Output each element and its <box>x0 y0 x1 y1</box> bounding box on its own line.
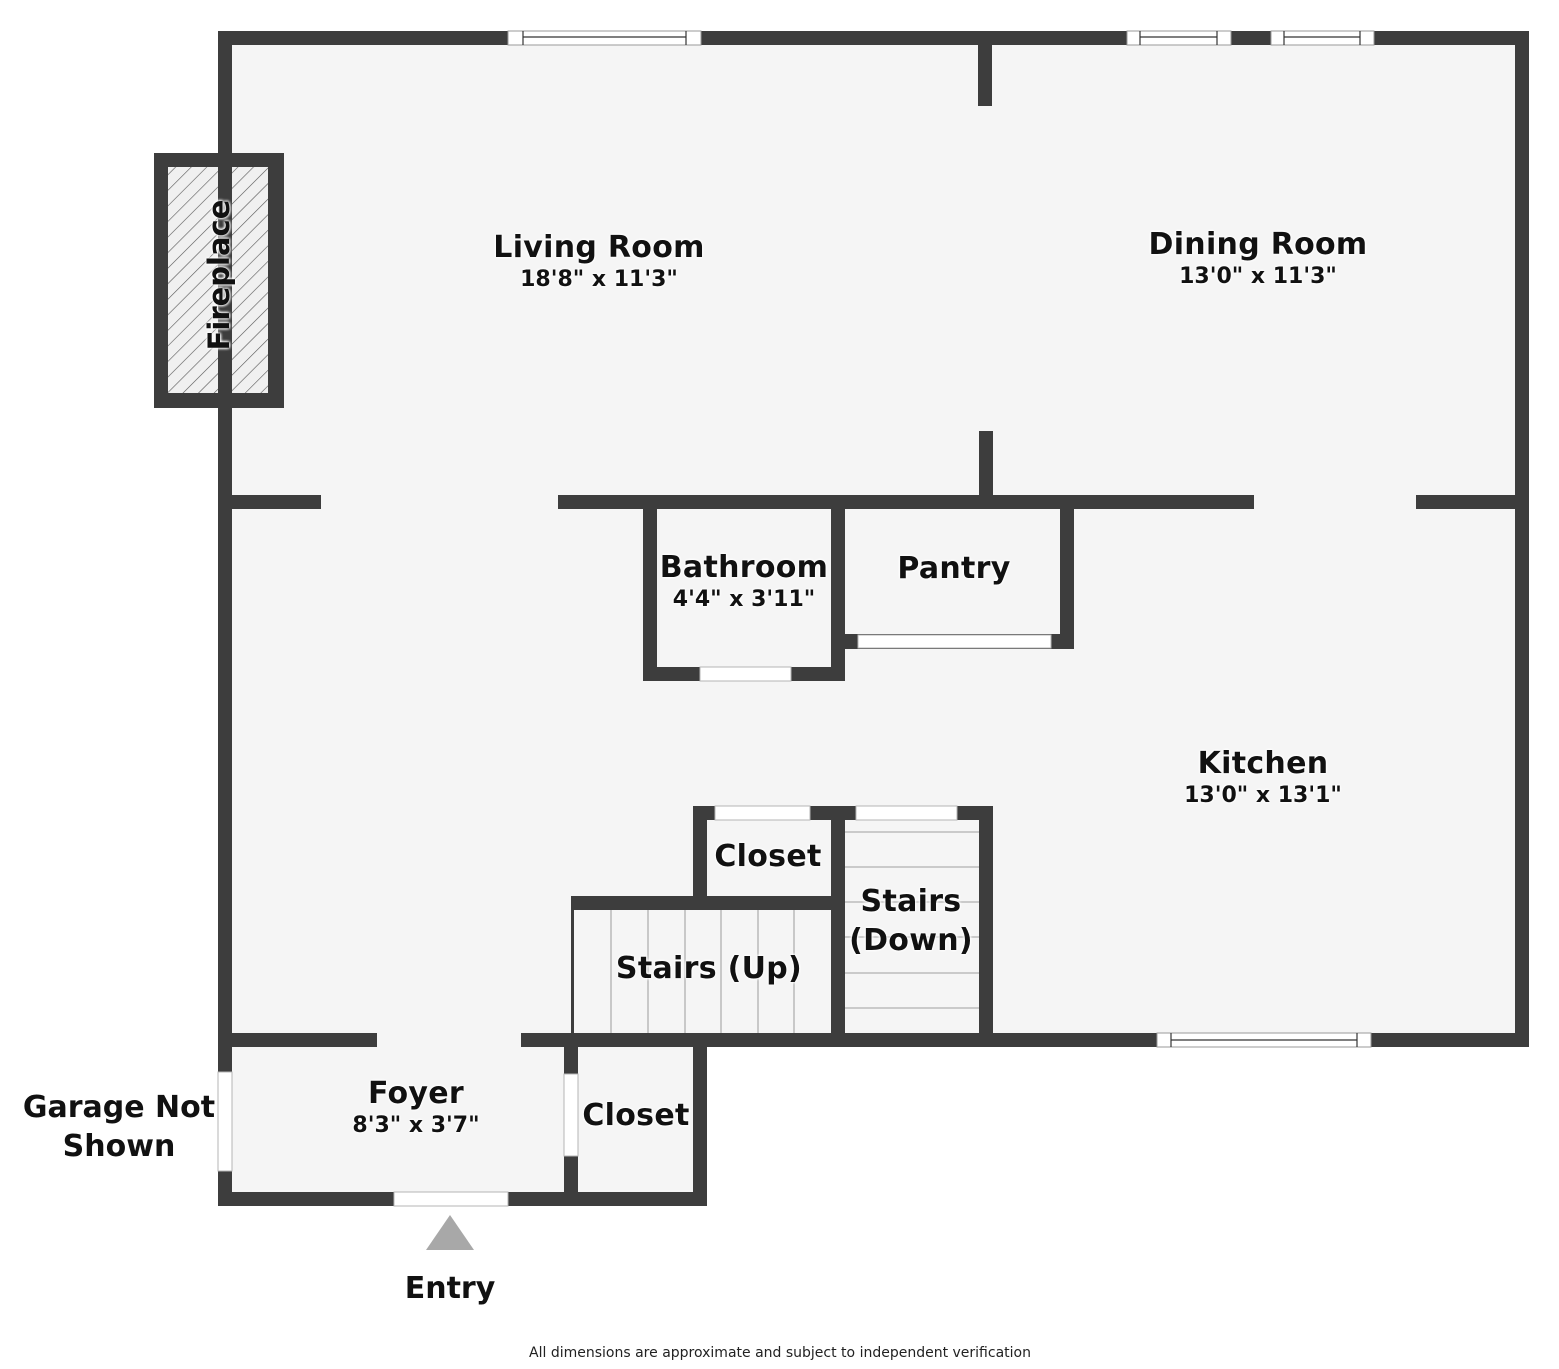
room-name: Pantry <box>897 551 1011 586</box>
room-pantry: Pantry <box>897 552 1010 585</box>
room-name-line2: (Down) <box>849 923 973 958</box>
openings <box>321 495 1416 1047</box>
room-bathroom: Bathroom 4'4" x 3'11" <box>660 551 828 612</box>
room-kitchen: Kitchen 13'0" x 13'1" <box>1184 747 1342 808</box>
room-name: Stairs (Up) <box>615 951 803 986</box>
room-dimensions: 13'0" x 11'3" <box>1179 264 1337 289</box>
entry-label: Entry <box>404 1271 496 1306</box>
disclaimer: All dimensions are approximate and subje… <box>529 1345 1031 1361</box>
room-name-line1: Stairs <box>860 884 962 919</box>
room-dimensions: 4'4" x 3'11" <box>672 587 816 612</box>
room-dimensions: 13'0" x 13'1" <box>1184 783 1342 808</box>
garage-note: Garage Not Shown <box>23 1088 215 1166</box>
room-name: Kitchen <box>1197 746 1329 781</box>
room-stairs-down: Stairs (Down) <box>849 885 973 957</box>
fireplace-label: Fireplace <box>202 199 236 351</box>
room-dimensions: 8'3" x 3'7" <box>352 1113 480 1138</box>
garage-note-line1: Garage Not <box>22 1090 216 1125</box>
room-stairs-up: Stairs (Up) <box>616 952 802 985</box>
garage-note-line2: Shown <box>62 1129 176 1164</box>
stairs-up-treads <box>610 910 795 1033</box>
room-name: Bathroom <box>659 550 829 585</box>
windows <box>507 30 1375 1048</box>
room-name: Closet <box>582 1098 690 1133</box>
room-closet-upper: Closet <box>714 840 821 873</box>
doors <box>217 634 1052 1207</box>
room-living-room: Living Room 18'8" x 11'3" <box>493 231 704 292</box>
room-name: Foyer <box>367 1076 465 1111</box>
room-dimensions: 18'8" x 11'3" <box>520 267 678 292</box>
floor-areas <box>218 31 1529 1206</box>
entry-arrow-icon <box>426 1215 474 1250</box>
room-foyer: Foyer 8'3" x 3'7" <box>352 1077 479 1138</box>
room-dining-room: Dining Room 13'0" x 11'3" <box>1149 228 1368 289</box>
room-name: Living Room <box>493 230 705 265</box>
room-name: Dining Room <box>1148 227 1368 262</box>
room-closet-lower: Closet <box>582 1099 689 1132</box>
room-name: Closet <box>714 839 822 874</box>
stairs-down-treads <box>845 831 979 1009</box>
